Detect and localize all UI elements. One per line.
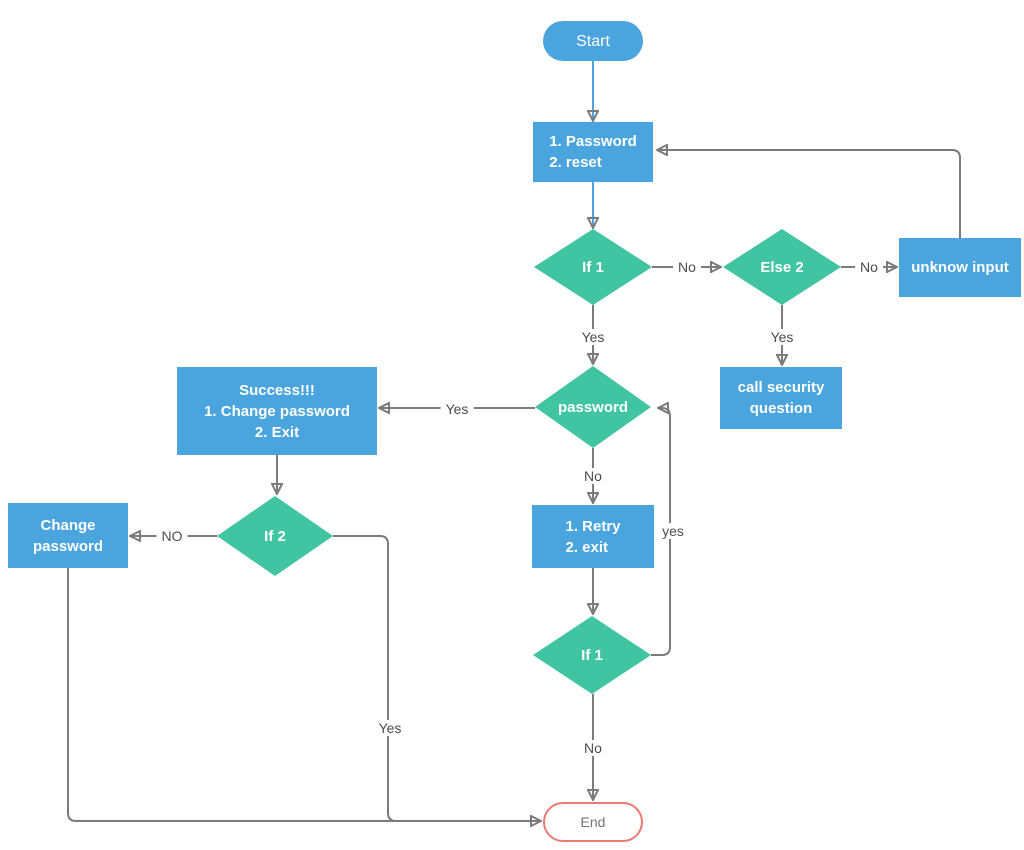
node-end: End (543, 802, 643, 842)
edge-if2-yes-to-end (333, 535, 402, 822)
if2-label: If 2 (264, 527, 286, 545)
edge-label-password-yes: Yes (440, 401, 474, 417)
edge-unknown-input-loop-to-password-reset (657, 150, 961, 238)
unknown-input-label: unknow input (911, 259, 1009, 276)
call-security-text: call security question (737, 379, 825, 417)
node-start: Start (543, 21, 643, 61)
edge-label-if1b-no: No (579, 740, 607, 756)
start-label: Start (576, 32, 610, 50)
node-call-security: call security question (720, 367, 842, 429)
end-label: End (580, 813, 606, 830)
edge-label-password-no: No (579, 468, 607, 484)
edge-change-password-to-end (67, 568, 541, 821)
node-change-password: Change password (8, 503, 128, 568)
change-password-text: Change password (32, 516, 104, 555)
edge-label-if1-yes: Yes (576, 329, 610, 345)
password-reset-text: 1. Password 2. reset (549, 133, 637, 171)
edge-label-if2-yes: Yes (373, 720, 407, 736)
edge-label-else2-yes: Yes (765, 329, 799, 345)
node-unknown-input: unknow input (899, 238, 1021, 297)
retry-text: 1. Retry 2. exit (565, 517, 621, 556)
edge-label-if1-no: No (673, 259, 701, 275)
edge-label-if1b-yes: yes (657, 523, 689, 539)
if1-top-label: If 1 (582, 258, 604, 276)
if1-bottom-label: If 1 (581, 646, 603, 664)
node-retry: 1. Retry 2. exit (532, 505, 654, 568)
success-text: Success!!! 1. Change password 2. Exit (204, 381, 350, 441)
else2-label: Else 2 (760, 258, 804, 276)
edge-label-else2-no: No (855, 259, 883, 275)
edge-label-if2-no: NO (156, 528, 188, 544)
password-label: password (557, 398, 629, 416)
node-success: Success!!! 1. Change password 2. Exit (177, 367, 377, 455)
node-password-reset: 1. Password 2. reset (533, 122, 653, 182)
